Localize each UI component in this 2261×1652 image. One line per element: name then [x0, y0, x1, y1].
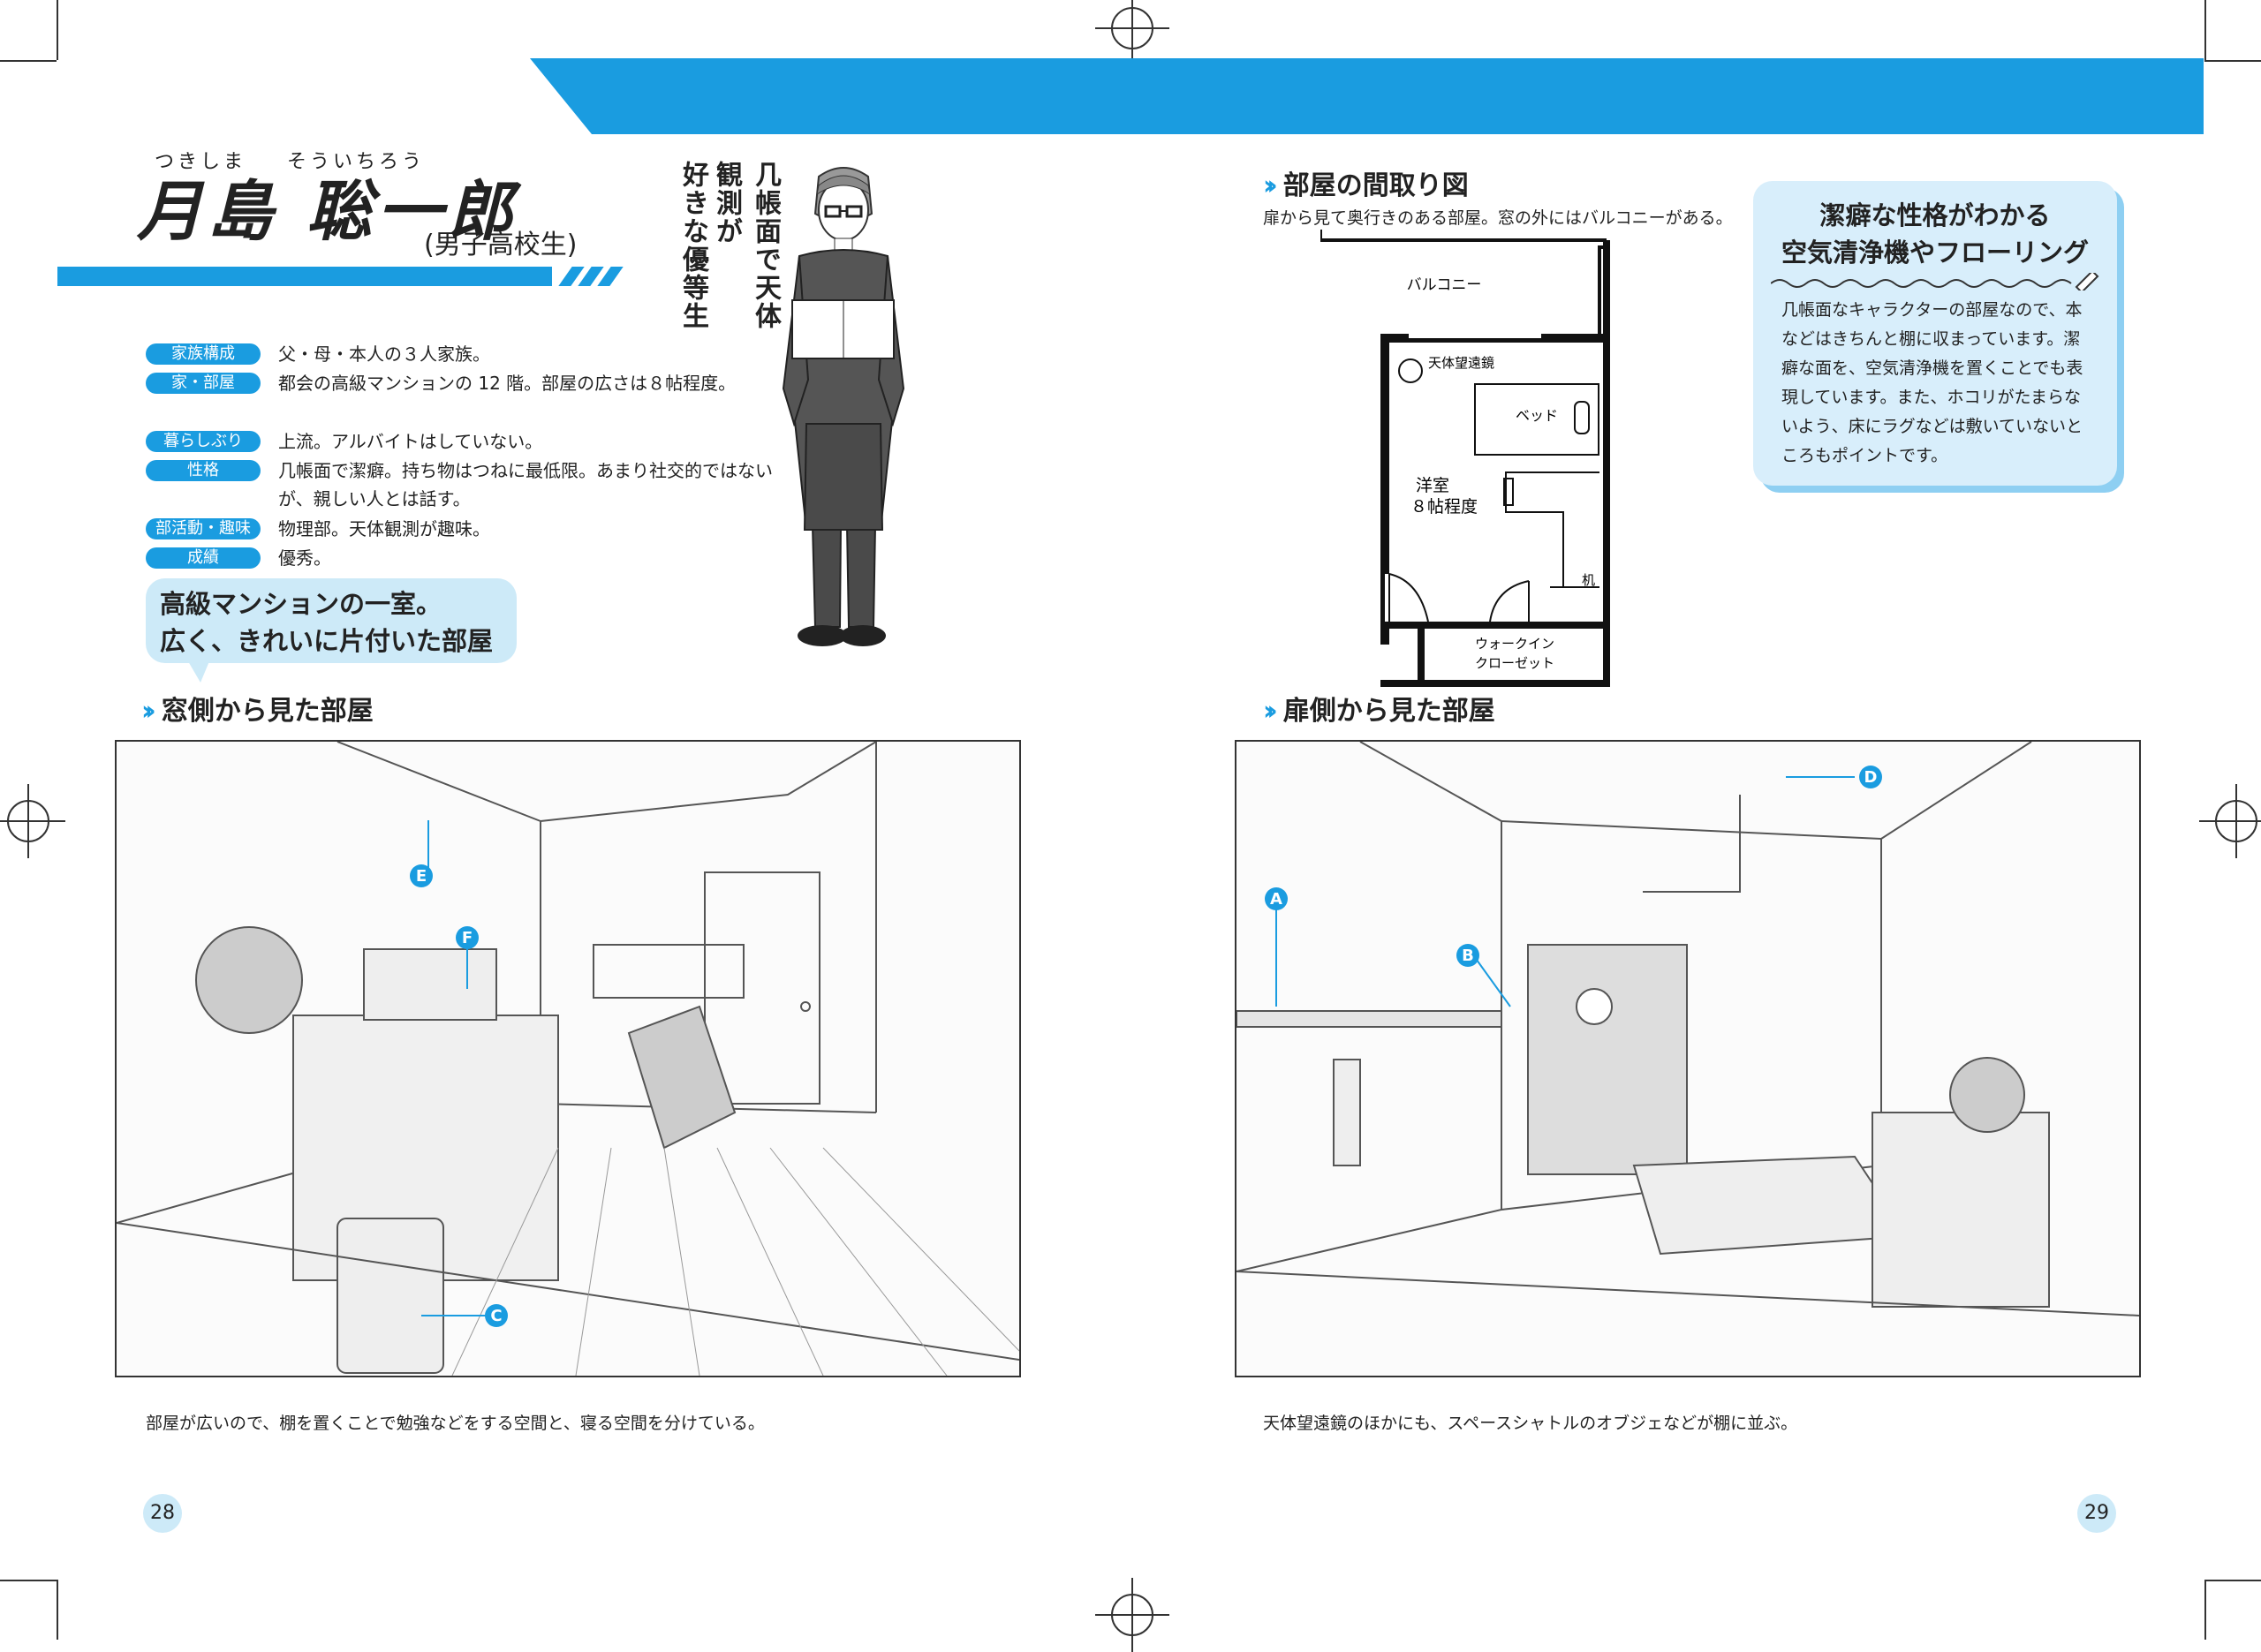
profile-value: 上流。アルバイトはしていない。 — [278, 431, 543, 452]
room-sketch: A B D — [1236, 741, 2140, 1316]
speech-bubble: 高級マンションの一室。 広く、きれいに片付いた部屋 — [146, 578, 517, 683]
registration-mark-top — [1095, 0, 1169, 65]
section-title: 部屋の間取り図 — [1282, 170, 1469, 201]
registration-mark-right — [2199, 784, 2261, 858]
section-heading-window-view: ››窓側から見た部屋 — [141, 689, 374, 728]
caption-left: 部屋が広いので、棚を置くことで勉強などをする空間と、寝る空間を分けている。 — [146, 1414, 765, 1433]
tip-box: 潔癖な性格がわかる 空気清浄機やフローリング 几帳面なキャラクターの部屋なので、… — [1753, 181, 2117, 486]
character-illustration — [782, 167, 905, 646]
profile-label: 性格 — [146, 460, 261, 481]
crop-mark-bl — [0, 1580, 57, 1581]
page-number-right: 29 — [2077, 1494, 2116, 1533]
floor-plan-diagram: バルコニー 天体望遠鏡 ベッド 洋室 ８帖程度 机 ウォークイン クローゼット — [1320, 230, 1610, 687]
section-title: 扉側から見た部屋 — [1282, 696, 1495, 727]
crop-mark-tr — [2204, 60, 2261, 62]
section-title: 窓側から見た部屋 — [161, 696, 374, 727]
chevron-icon: ›› — [1263, 696, 1277, 727]
pencil-icon — [2075, 273, 2099, 290]
marker-a: A — [1270, 890, 1282, 909]
floor-plan-caption: 扉から見て奥行きのある部屋。窓の外にはバルコニーがある。 — [1263, 208, 1733, 228]
profile-label: 暮らしぶり — [146, 431, 261, 452]
profile-value: 父・母・本人の３人家族。 — [278, 343, 490, 365]
tip-title-line: 空気清浄機やフローリング — [1781, 238, 2089, 268]
header-band — [530, 58, 2204, 134]
marker-e: E — [416, 867, 427, 886]
tip-title-line: 潔癖な性格がわかる — [1819, 200, 2051, 230]
ruby-souichirou: そういちろう — [287, 151, 426, 173]
section-heading-door-view: ››扉側から見た部屋 — [1263, 689, 1495, 728]
marker-b: B — [1462, 947, 1474, 965]
profile-label: 家族構成 — [146, 343, 261, 365]
ruby-tsukishima: つきしま — [155, 151, 247, 173]
chevron-icon: ›› — [1263, 170, 1277, 201]
room-illustration-window-side: E F C — [115, 740, 1021, 1377]
crop-mark-tl2 — [57, 0, 58, 60]
crop-mark-bl2 — [57, 1580, 58, 1640]
marker-c: C — [490, 1307, 502, 1325]
tagline-column: 好きな優等生 — [677, 161, 708, 330]
registration-mark-left — [0, 784, 65, 858]
bubble-line: 高級マンションの一室。 — [160, 589, 442, 619]
marker-f: F — [462, 929, 473, 947]
squiggle-underline — [1771, 273, 2099, 290]
bubble-line: 広く、きれいに片付いた部屋 — [160, 626, 494, 656]
caption-right: 天体望遠鏡のほかにも、スペースシャトルのオブジェなどが棚に並ぶ。 — [1263, 1414, 1798, 1433]
name-underline-bar — [57, 267, 552, 286]
profile-label: 部活動・趣味 — [146, 518, 261, 539]
profile-label: 家・部屋 — [146, 373, 261, 394]
profile-label: 成績 — [146, 547, 261, 569]
fp-bed: ベッド — [1516, 407, 1558, 424]
fp-room: 洋室 — [1416, 476, 1449, 495]
character-name: 月島 聡一郎 — [137, 174, 518, 250]
character-role: (男子高校生) — [424, 230, 578, 260]
profile-value: 優秀。 — [278, 547, 331, 569]
section-heading-floor-plan: ››部屋の間取り図 — [1263, 163, 1469, 202]
fp-desk: 机 — [1582, 572, 1595, 588]
profile-value: 都会の高級マンションの 12 階。部屋の広さは８帖程度。 — [278, 373, 737, 394]
room-sketch: E F C — [116, 741, 1020, 1377]
tip-body: 几帳面なキャラクターの部屋なので、本などはきちんと棚に収まっています。潔癖な面を… — [1781, 300, 2083, 465]
registration-mark-bottom — [1095, 1578, 1169, 1652]
profile-value: 几帳面で潔癖。持ち物はつねに最低限。あまり社交的ではないが、親しい人とは話す。 — [278, 460, 773, 509]
crop-mark-br2 — [2204, 1580, 2206, 1640]
marker-d: D — [1864, 768, 1878, 787]
page-number-left: 28 — [143, 1494, 182, 1533]
room-illustration-door-side: A B D — [1235, 740, 2141, 1377]
fp-room-size: ８帖程度 — [1410, 497, 1478, 517]
tip-title: 潔癖な性格がわかる 空気清浄機やフローリング — [1753, 197, 2117, 271]
fp-balcony: バルコニー — [1407, 276, 1482, 294]
profile-value: 物理部。天体観測が趣味。 — [278, 518, 490, 539]
crop-mark-tl — [0, 60, 57, 62]
crop-mark-tr2 — [2204, 0, 2206, 60]
chevron-icon: ›› — [141, 696, 155, 727]
vertical-tagline: 几帳面で天体観測が 好きな優等生 — [671, 161, 781, 337]
fp-closet: ウォークイン — [1475, 636, 1554, 652]
fp-telescope: 天体望遠鏡 — [1428, 355, 1494, 371]
tagline-column: 几帳面で天体観測が — [711, 161, 781, 330]
crop-mark-br — [2204, 1580, 2261, 1581]
fp-closet: クローゼット — [1475, 655, 1554, 671]
